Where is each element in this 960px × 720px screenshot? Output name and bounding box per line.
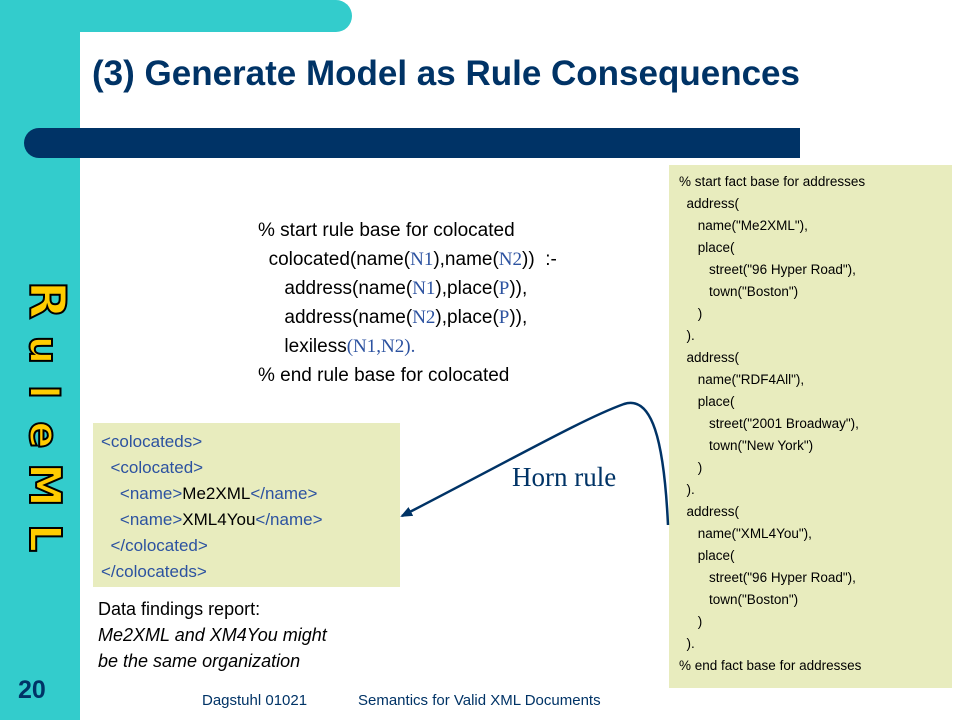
rule-head: colocated(name(N1),name(N2)) :-	[268, 249, 557, 270]
findings-line: be the same organization	[98, 651, 301, 671]
fact-line: ).	[679, 482, 695, 497]
xml-line: <colocateds>	[101, 432, 203, 451]
logo-letter: e	[20, 421, 66, 448]
logo-letter: u	[20, 336, 66, 364]
findings-heading: Data findings report:	[98, 599, 261, 619]
fact-base-box: % start fact base for addresses address(…	[669, 165, 952, 688]
fact-line: name("Me2XML"),	[679, 218, 808, 233]
rule-body-address-1: address(name(N1),place(P)),	[284, 278, 528, 299]
logo-letter: R	[18, 281, 76, 320]
rule-base-code: % start rule base for colocated colocate…	[258, 216, 557, 390]
horn-rule-label: Horn rule	[512, 462, 617, 492]
fact-line: address(	[679, 504, 740, 519]
logo-letter: M	[19, 463, 70, 507]
fact-line: )	[679, 460, 703, 475]
xml-line: <name>XML4You</name>	[119, 510, 323, 529]
fact-line: street("2001 Broadway"),	[679, 416, 859, 431]
slide-title: (3) Generate Model as Rule Consequences	[92, 54, 800, 93]
top-accent-bar	[80, 0, 352, 32]
fact-line: town("New York")	[679, 438, 814, 453]
fact-line: % end fact base for addresses	[679, 658, 862, 673]
xml-line: </colocated>	[110, 536, 208, 555]
logo-letter: l	[20, 385, 66, 399]
logo-letter: L	[19, 524, 70, 552]
fact-line: town("Boston")	[679, 592, 799, 607]
footer-event: Dagstuhl 01021	[202, 692, 308, 709]
fact-line: )	[679, 306, 703, 321]
fact-line: place(	[679, 548, 735, 563]
footer-title: Semantics for Valid XML Documents	[358, 692, 601, 709]
fact-line: address(	[679, 196, 740, 211]
rule-body-address-2: address(name(N2),place(P)),	[284, 307, 528, 328]
xml-line: </colocateds>	[101, 562, 207, 581]
xml-result-box: <colocateds> <colocated> <name>Me2XML</n…	[93, 423, 400, 587]
fact-line: street("96 Hyper Road"),	[679, 570, 856, 585]
fact-line: % start fact base for addresses	[679, 174, 866, 189]
xml-line: <colocated>	[110, 458, 204, 477]
rule-body-lexiless: lexiless(N1,N2).	[284, 336, 416, 357]
ruleml-logo: R u l e M L	[17, 280, 77, 553]
rule-start-comment: % start rule base for colocated	[258, 220, 515, 241]
rule-end-comment: % end rule base for colocated	[258, 365, 510, 386]
fact-line: place(	[679, 394, 735, 409]
fact-line: name("RDF4All"),	[679, 372, 805, 387]
findings-report: Data findings report: Me2XML and XM4You …	[98, 596, 327, 674]
fact-line: town("Boston")	[679, 284, 799, 299]
fact-line: place(	[679, 240, 735, 255]
fact-line: )	[679, 614, 703, 629]
fact-line: ).	[679, 328, 695, 343]
findings-line: Me2XML and XM4You might	[98, 625, 327, 645]
slide-number: 20	[18, 676, 46, 704]
sidebar-band	[0, 0, 80, 720]
fact-line: address(	[679, 350, 740, 365]
fact-line: street("96 Hyper Road"),	[679, 262, 856, 277]
title-underline-bar	[24, 128, 800, 158]
xml-line: <name>Me2XML</name>	[119, 484, 318, 503]
fact-line: name("XML4You"),	[679, 526, 812, 541]
fact-line: ).	[679, 636, 695, 651]
